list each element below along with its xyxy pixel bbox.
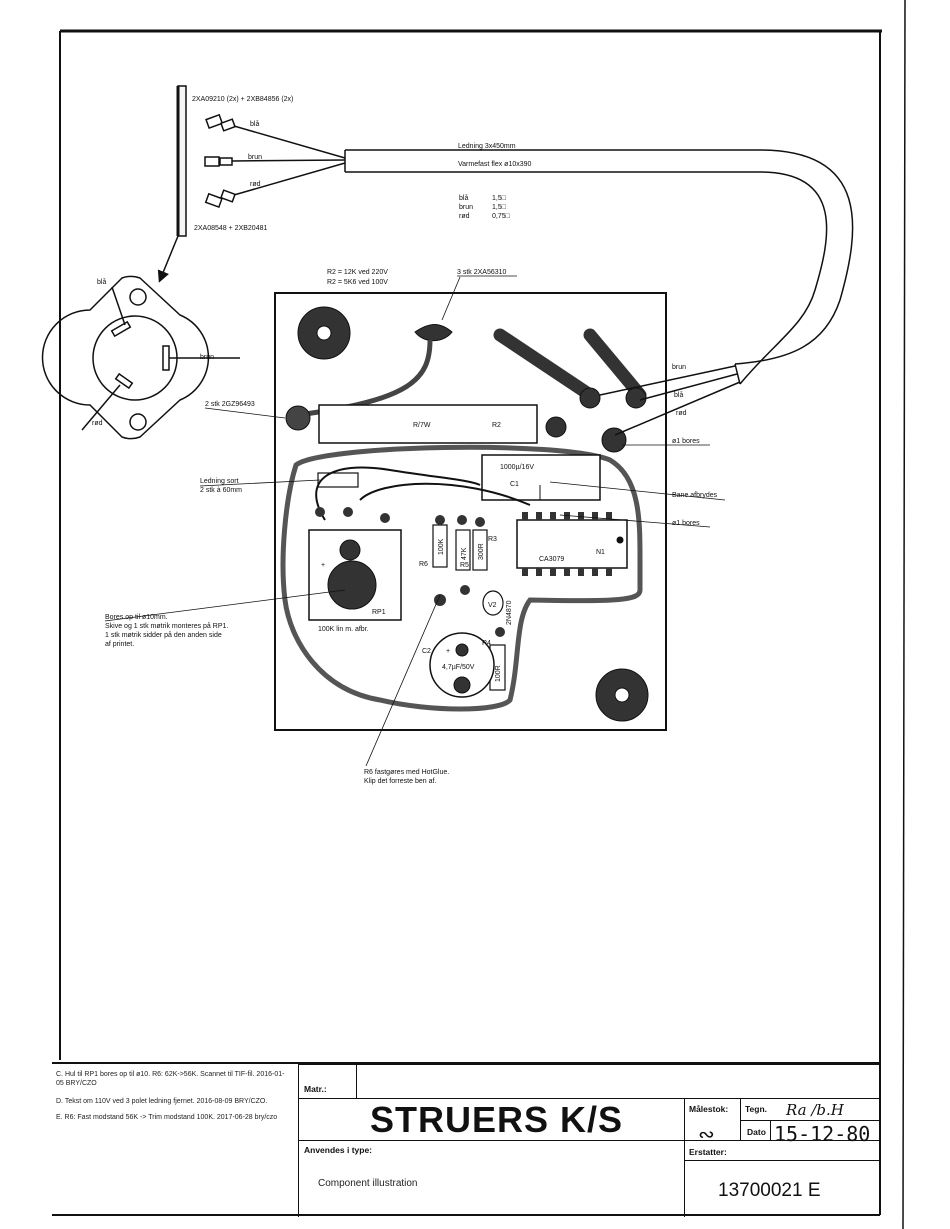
connector-brun: brun <box>200 354 214 361</box>
drawn-label: Tegn. <box>745 1104 768 1114</box>
r5-value: 47K <box>461 547 468 560</box>
drawing-frame <box>52 0 906 1229</box>
r3-value: 300R <box>478 543 485 560</box>
rp1-designator: RP1 <box>372 609 386 616</box>
c1-value: 1000µ/16V <box>500 464 534 471</box>
date-value: 15-12-80 <box>774 1122 871 1146</box>
pcb-board <box>274 292 741 731</box>
r2-note-1: R2 = 12K ved 220V <box>327 269 388 276</box>
wire-label-1: Ledning sort <box>200 478 239 485</box>
r4-value: 100R <box>495 665 502 682</box>
rp1-label: 100K lin m. afbr. <box>318 626 369 633</box>
terminal-block <box>157 85 346 283</box>
diode-label: 2N4870 <box>506 600 513 625</box>
scale-value: ∾ <box>698 1124 715 1146</box>
svg-text:brun: brun <box>459 204 473 211</box>
cable <box>344 149 854 385</box>
svg-text:af printet.: af printet. <box>105 641 134 648</box>
terminal-wire-bla: blå <box>250 120 259 128</box>
svg-text:R6 fastgøres med HotGlue.: R6 fastgøres med HotGlue. <box>364 769 449 776</box>
wire-label-2: 2 stk à 60mm <box>200 487 242 494</box>
c2-designator: C2 <box>422 648 431 655</box>
used-in-label: Anvendes i type: <box>304 1145 373 1155</box>
c2-plus: + <box>446 648 450 655</box>
trace-cut-label: Bane afbrydes <box>672 492 718 499</box>
drill-note: Bores op til ø10mm. Skive og 1 stk møtri… <box>104 589 346 648</box>
cable-label-1: Ledning 3x450mm <box>458 143 516 150</box>
drawing-number: 13700021 E <box>718 1180 821 1201</box>
svg-text:1,5□: 1,5□ <box>492 195 507 202</box>
connector-rod: rød <box>92 420 103 427</box>
terminal-wire-brun: brun <box>248 154 262 161</box>
r6-note: R6 fastgøres med HotGlue. Klip det forre… <box>364 594 449 785</box>
r3-designator: R3 <box>488 536 497 543</box>
standoffs-label: 2 stk 2GZ96493 <box>205 401 255 408</box>
cable-label-2: Varmefast flex ø10x390 <box>458 161 532 168</box>
right-bla: blå <box>674 391 683 399</box>
cable-spec: blå 1,5□ brun 1,5□ rød 0,75□ <box>459 194 511 220</box>
svg-text:Klip det forreste ben af.: Klip det forreste ben af. <box>364 778 436 785</box>
r2-note-2: R2 = 5K6 ved 100V <box>327 279 388 286</box>
scale-label: Målestok: <box>689 1104 729 1114</box>
svg-text:0,75□: 0,75□ <box>492 213 511 220</box>
c1-designator: C1 <box>510 481 519 488</box>
drill-label-2: ø1 bores <box>672 520 700 527</box>
drill-label-1: ø1 bores <box>672 438 700 445</box>
n1-designator: N1 <box>596 549 605 556</box>
title-block: C. Hul til RP1 bores op til ø10. R6: 62K… <box>52 1062 880 1217</box>
component-description: Component illustration <box>318 1178 418 1189</box>
ic-label: CA3079 <box>539 556 564 563</box>
svg-text:rød: rød <box>459 213 470 220</box>
company-name: STRUERS K/S <box>370 1099 624 1140</box>
r2-designator: R2 <box>492 422 501 429</box>
matr-label: Matr.: <box>304 1084 327 1094</box>
connector-bla: blå <box>97 278 106 286</box>
drawn-signature: Ra /b.H <box>786 1101 844 1119</box>
revision-d: D. Tekst om 110V ved 3 polet ledning fje… <box>56 1098 268 1105</box>
date-label: Dato <box>747 1127 766 1137</box>
rp1-plus: + <box>321 562 325 569</box>
r1-value: 100K <box>438 538 445 555</box>
v2-designator: V2 <box>488 602 497 609</box>
part-number-top: 2XA09210 (2x) + 2XB84856 (2x) <box>192 96 293 103</box>
svg-text:1,5□: 1,5□ <box>492 204 507 211</box>
svg-text:Bores op til ø10mm.: Bores op til ø10mm. <box>105 614 168 621</box>
part-number-bottom: 2XA08548 + 2XB20481 <box>194 225 267 232</box>
svg-text:Skive og 1 stk møtrik monteres: Skive og 1 stk møtrik monteres på RP1. <box>105 622 228 630</box>
revision-e: E. R6: Fast modstand 56K -> Trim modstan… <box>56 1114 278 1121</box>
svg-text:1 stk møtrik sidder på den and: 1 stk møtrik sidder på den anden side <box>105 631 222 639</box>
right-brun: brun <box>672 364 686 371</box>
terminal-wire-rod: rød <box>250 181 261 188</box>
revision-c: C. Hul til RP1 bores op til ø10. R6: 62K… <box>56 1071 285 1087</box>
right-rod: rød <box>676 410 687 417</box>
svg-text:blå: blå <box>459 194 468 202</box>
replaces-label: Erstatter: <box>689 1147 727 1157</box>
connector-to3 <box>41 275 240 440</box>
c2-value: 4,7µF/50V <box>442 664 475 671</box>
r2-rating: R/7W <box>413 422 431 429</box>
screws-label: 3 stk 2XA56310 <box>457 269 507 276</box>
r4-designator: R4 <box>482 640 491 647</box>
r6-designator: R6 <box>419 561 428 568</box>
r5-designator: R5 <box>460 562 469 569</box>
